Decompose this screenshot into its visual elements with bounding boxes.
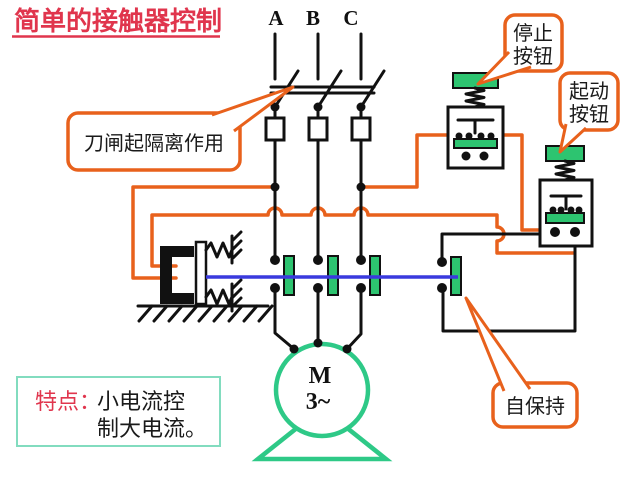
aux-top-junction-wire: [440, 232, 557, 264]
motor-lead-a: [273, 286, 296, 351]
callout-start-box: [558, 71, 620, 132]
callout-stop-pointer: [476, 50, 532, 86]
contact-terminal-dots: [270, 255, 447, 293]
fuses: [264, 116, 372, 142]
stop-button-plunger: [456, 118, 495, 135]
slide-title: 简单的接触器控制: [14, 6, 222, 36]
callout-knife-text: 刀闸起隔离作用: [84, 132, 224, 155]
start-button-terminals: [550, 227, 580, 237]
feature-box: 特点： 小电流控 制大电流。: [16, 376, 221, 447]
motor-phase-label: 3~: [306, 389, 331, 415]
callout-start-text1: 起动: [569, 80, 609, 103]
callout-selfhold-text: 自保持: [505, 395, 565, 418]
callout-stop-button: 停止 按钮: [476, 13, 564, 86]
stop-button-contact-points: [455, 132, 495, 140]
feature-heading: 特点：: [35, 389, 101, 414]
fuse-c: [350, 116, 372, 142]
electromagnet: [136, 230, 274, 323]
start-button-plunger: [549, 194, 583, 211]
callout-knife-switch: 刀闸起隔离作用: [66, 85, 295, 172]
callout-stop-text2: 按钮: [513, 45, 553, 68]
phase-label-b: B: [306, 6, 320, 30]
stop-button: [446, 72, 505, 170]
fuse-b: [307, 116, 329, 142]
power-circuit: [264, 32, 386, 351]
electromagnet-core: [160, 246, 194, 304]
motor: M 3~: [251, 338, 393, 462]
ground-hatching: [137, 304, 274, 323]
callout-knife-pointer: [211, 85, 295, 133]
spring-anchor-bottom: [230, 278, 243, 313]
callout-knife-box: [66, 111, 242, 172]
callout-start-button: 起动 按钮: [558, 71, 620, 154]
fuse-a: [264, 116, 286, 142]
callout-self-holding: 自保持: [464, 296, 579, 429]
armature-spring-top: [204, 241, 234, 259]
callout-start-pointer: [558, 123, 588, 154]
coil-wire-phase-a: [131, 185, 277, 280]
callout-selfhold-box: [491, 381, 579, 429]
contactor-contacts: [206, 255, 462, 296]
self-hold-loop-wire: [441, 230, 577, 333]
armature-spring-bottom: [204, 288, 234, 306]
callout-stop-text1: 停止: [513, 22, 553, 45]
callout-stop-box: [503, 13, 564, 73]
stop-button-bridge-bar: [453, 138, 498, 149]
feature-box-border: [16, 376, 221, 447]
phase-a-tap-dot: [270, 182, 280, 192]
stop-button-spring: [464, 86, 486, 109]
knife-link-bars: [269, 85, 376, 95]
start-button-spring: [554, 159, 576, 182]
phase-c-to-stop-wire: [359, 133, 459, 189]
phase-c-tap-dot: [356, 182, 366, 192]
armature-plate: [194, 240, 208, 306]
knife-blade-b: [316, 69, 343, 109]
callout-selfhold-pointer: [464, 296, 532, 392]
callout-start-text2: 按钮: [569, 103, 609, 126]
phase-label-a: A: [268, 6, 284, 30]
stop-button-terminals: [461, 151, 489, 161]
feature-line1: 小电流控: [97, 389, 185, 414]
feature-line2: 制大电流。: [97, 416, 207, 441]
motor-letter: M: [309, 363, 332, 389]
motor-lead-c: [345, 286, 363, 351]
start-button: [538, 145, 594, 248]
phase-label-c: C: [343, 6, 358, 30]
spring-anchor-top: [230, 230, 243, 265]
start-button-contact-points: [549, 206, 583, 214]
knife-blade-c: [359, 69, 386, 109]
start-button-bridge-bar: [545, 212, 585, 224]
